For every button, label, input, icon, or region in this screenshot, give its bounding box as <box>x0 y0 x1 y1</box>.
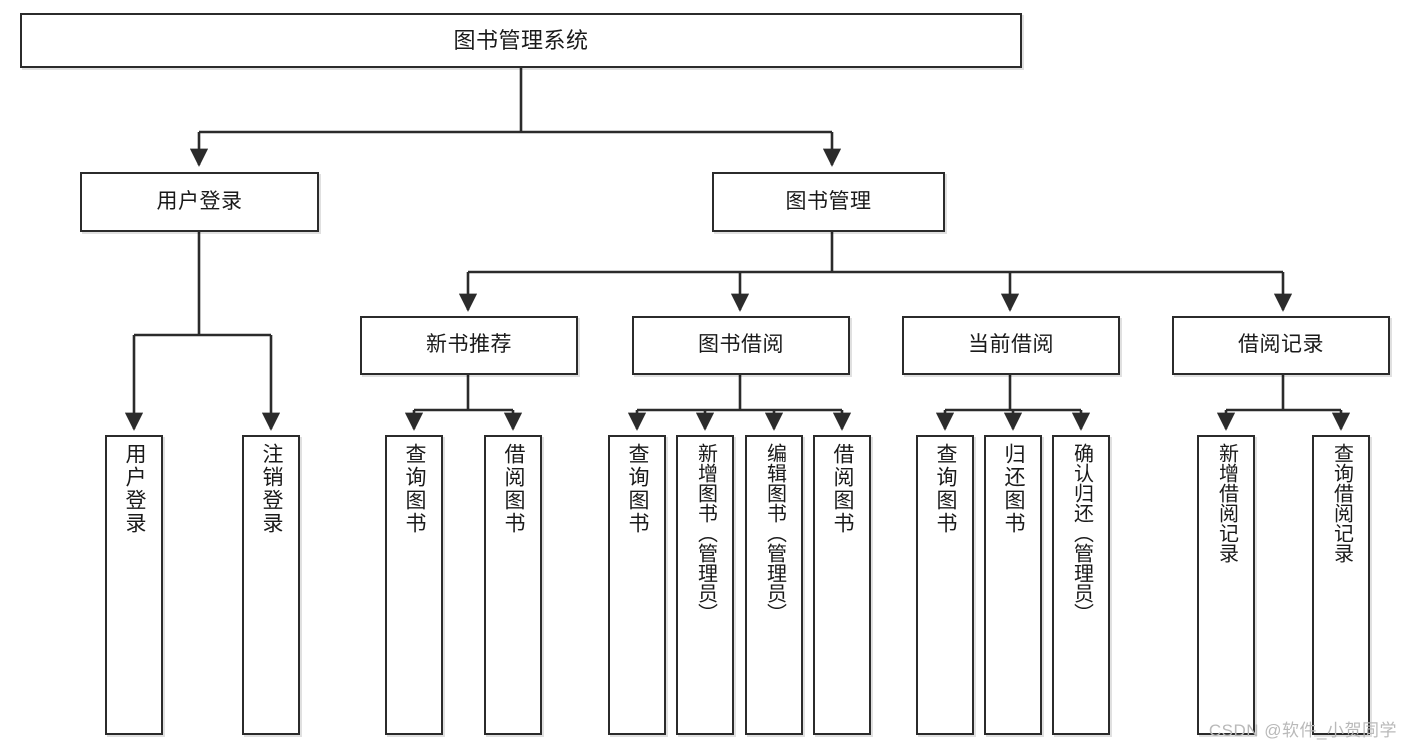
leaf-query-borrow-record[interactable]: 查询借阅记录 <box>1312 435 1370 735</box>
node-label: 用户登录 <box>123 443 147 535</box>
node-label: 当前借阅 <box>968 333 1054 357</box>
node-label: 图书借阅 <box>698 333 784 357</box>
node-label: 图书管理系统 <box>453 27 589 53</box>
node-label: 借阅图书 <box>831 443 855 535</box>
node-label: 借阅记录 <box>1238 333 1324 357</box>
node-label: 查询图书 <box>403 443 427 535</box>
leaf-borrow-book-recommend[interactable]: 借阅图书 <box>484 435 542 735</box>
node-label: 注销登录 <box>260 443 284 535</box>
node-borrow-record[interactable]: 借阅记录 <box>1172 316 1390 375</box>
node-label: 新书推荐 <box>426 333 512 357</box>
node-book-borrow[interactable]: 图书借阅 <box>632 316 850 375</box>
node-label: 查询图书 <box>934 443 958 535</box>
node-label: 新增图书（管理员） <box>694 443 717 623</box>
node-label: 查询图书 <box>626 443 650 535</box>
node-label: 归还图书 <box>1002 443 1026 535</box>
node-book-management[interactable]: 图书管理 <box>712 172 945 232</box>
node-label: 查询借阅记录 <box>1330 443 1353 563</box>
node-current-borrow[interactable]: 当前借阅 <box>902 316 1120 375</box>
node-root-book-management-system[interactable]: 图书管理系统 <box>20 13 1022 68</box>
leaf-logout[interactable]: 注销登录 <box>242 435 300 735</box>
leaf-query-book-borrow[interactable]: 查询图书 <box>608 435 666 735</box>
leaf-edit-book-admin[interactable]: 编辑图书（管理员） <box>745 435 803 735</box>
node-label: 借阅图书 <box>502 443 526 535</box>
leaf-query-book-recommend[interactable]: 查询图书 <box>385 435 443 735</box>
leaf-borrow-book[interactable]: 借阅图书 <box>813 435 871 735</box>
node-label: 新增借阅记录 <box>1215 443 1238 563</box>
leaf-add-borrow-record[interactable]: 新增借阅记录 <box>1197 435 1255 735</box>
node-label: 确认归还（管理员） <box>1070 443 1093 623</box>
node-label: 用户登录 <box>156 189 243 213</box>
leaf-return-book[interactable]: 归还图书 <box>984 435 1042 735</box>
node-user-login[interactable]: 用户登录 <box>80 172 319 232</box>
watermark-text: CSDN @软件_小贺同学 <box>1208 721 1397 740</box>
leaf-confirm-return-admin[interactable]: 确认归还（管理员） <box>1052 435 1110 735</box>
leaf-query-book-current[interactable]: 查询图书 <box>916 435 974 735</box>
node-label: 编辑图书（管理员） <box>763 443 786 623</box>
leaf-user-login[interactable]: 用户登录 <box>105 435 163 735</box>
node-label: 图书管理 <box>785 189 872 213</box>
node-new-book-recommend[interactable]: 新书推荐 <box>360 316 578 375</box>
leaf-add-book-admin[interactable]: 新增图书（管理员） <box>676 435 734 735</box>
